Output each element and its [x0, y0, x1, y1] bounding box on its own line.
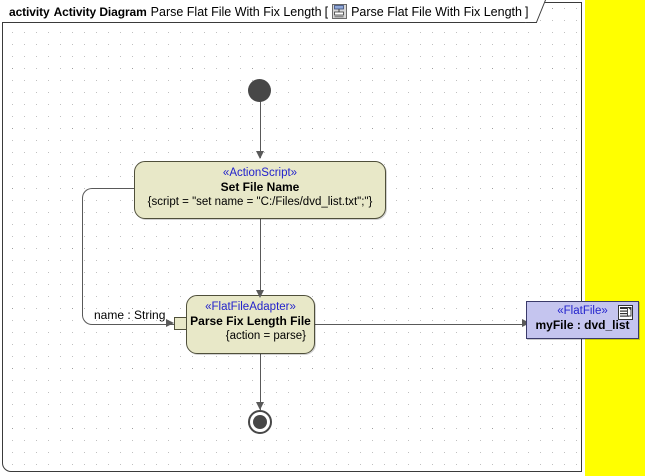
input-pin-parse-node[interactable]	[174, 317, 187, 330]
action-node-parse-fix-length-file-stereotype: «FlatFileAdapter»	[205, 301, 296, 313]
output-pin-parse-node	[313, 323, 317, 325]
frame-diagram-name: Parse Flat File With Fix Length	[150, 4, 322, 19]
action-node-parse-fix-length-file-property: {action = parse}	[225, 330, 306, 342]
frame-bracket-open: [	[324, 4, 329, 19]
edge-parse-to-final-arrowhead	[255, 402, 264, 410]
object-node-flat-file[interactable]: «FlatFile» myFile : dvd_list	[526, 301, 639, 339]
edge-setfilename-to-parse	[260, 219, 262, 297]
edge-objectflow-vertical	[82, 200, 84, 316]
action-node-set-file-name-stereotype: «ActionScript»	[222, 167, 298, 179]
edge-setfilename-to-parse-arrowhead	[255, 290, 264, 298]
action-node-set-file-name[interactable]: «ActionScript» Set File Name {script = "…	[134, 161, 386, 219]
action-node-parse-fix-length-file-title: Parse Fix Length File	[190, 314, 311, 328]
edge-initial-to-setfilename-arrowhead	[255, 151, 264, 159]
edge-label-name-string: name : String	[94, 308, 166, 322]
edge-objectflow-corner-top	[82, 188, 134, 202]
frame-reference-name: Parse Flat File With Fix Length	[351, 4, 522, 19]
object-node-flat-file-stereotype: «FlatFile»	[557, 305, 608, 317]
canvas-right-gutter	[585, 0, 645, 476]
edge-parse-to-final	[260, 354, 262, 410]
action-node-set-file-name-title: Set File Name	[220, 180, 300, 194]
object-node-flat-file-title: myFile : dvd_list	[535, 318, 630, 332]
frame-bracket-close: ]	[524, 4, 529, 19]
frame-header-tab[interactable]: activity Activity Diagram Parse Flat Fil…	[2, 1, 537, 23]
action-node-set-file-name-property: {script = "set name = "C:/Files/dvd_list…	[147, 196, 373, 208]
canvas-grid	[3, 3, 581, 471]
edge-parse-to-flatfile	[315, 323, 530, 325]
edge-objectflow-arrowhead	[166, 319, 174, 327]
initial-node[interactable]	[248, 79, 271, 102]
frame-keyword: activity	[9, 4, 50, 19]
edge-initial-to-setfilename	[260, 101, 262, 158]
frame-type-label: Activity Diagram	[53, 4, 147, 19]
edge-objectflow-horizontal	[102, 323, 174, 325]
activity-final-node-center	[253, 415, 267, 429]
edge-objectflow-corner-bottom	[82, 313, 104, 325]
activity-diagram-frame: name : String «ActionScript» Set File Na…	[2, 2, 582, 472]
document-icon	[618, 305, 633, 320]
action-node-parse-fix-length-file[interactable]: «FlatFileAdapter» Parse Fix Length File …	[186, 295, 315, 354]
activity-diagram-icon	[332, 4, 348, 19]
